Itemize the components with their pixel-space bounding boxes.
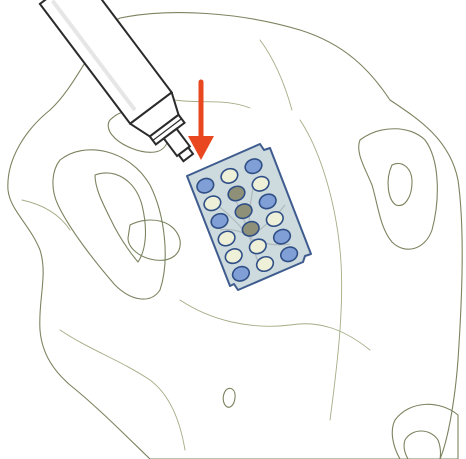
down-arrow-icon [188, 82, 214, 160]
suture-line-2 [300, 120, 342, 420]
foramen [223, 388, 235, 407]
suture-line-5 [260, 40, 292, 110]
zygomatic-arch [128, 220, 180, 260]
applicator-icon [40, 0, 209, 173]
eye-socket [53, 150, 165, 299]
right-opening [388, 164, 412, 206]
implant-sheet-icon [187, 144, 311, 290]
socket-ridge [95, 173, 145, 262]
right-lobe [359, 129, 438, 249]
lower-right-opening [404, 431, 441, 459]
